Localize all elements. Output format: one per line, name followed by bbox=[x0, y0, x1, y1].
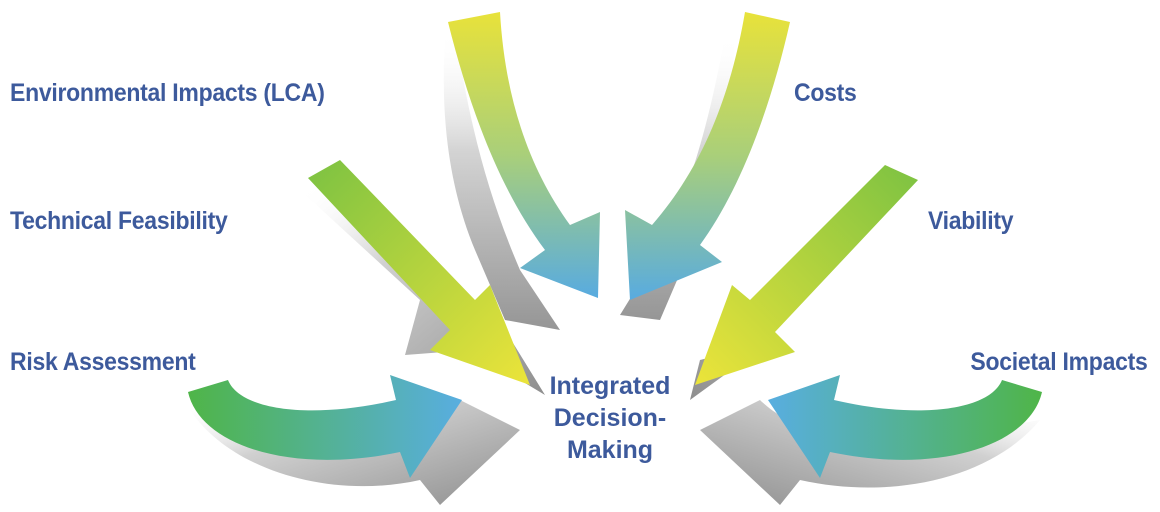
center-label-line3: Making bbox=[566, 436, 654, 464]
label-viability: Viability bbox=[928, 207, 1014, 235]
center-label-integrated-decision-making: Integrated Decision- Making bbox=[520, 370, 700, 466]
arrow-bottom-left bbox=[188, 375, 462, 478]
arrow-top-left bbox=[448, 12, 600, 298]
label-societal-impacts: Societal Impacts bbox=[970, 348, 1148, 376]
center-label-line1: Integrated bbox=[549, 372, 671, 400]
center-label-line2: Decision- bbox=[553, 404, 667, 432]
label-technical-feasibility: Technical Feasibility bbox=[10, 207, 228, 235]
label-environmental-impacts: Environmental Impacts (LCA) bbox=[10, 79, 325, 107]
label-risk-assessment: Risk Assessment bbox=[10, 348, 196, 376]
arrow-mid-left bbox=[308, 160, 530, 385]
arrow-mid-right bbox=[695, 165, 918, 385]
arrow-top-right bbox=[625, 12, 790, 300]
label-costs: Costs bbox=[794, 79, 857, 107]
arrow-top-left-shadow bbox=[443, 30, 560, 330]
arrow-bottom-right bbox=[768, 375, 1042, 478]
